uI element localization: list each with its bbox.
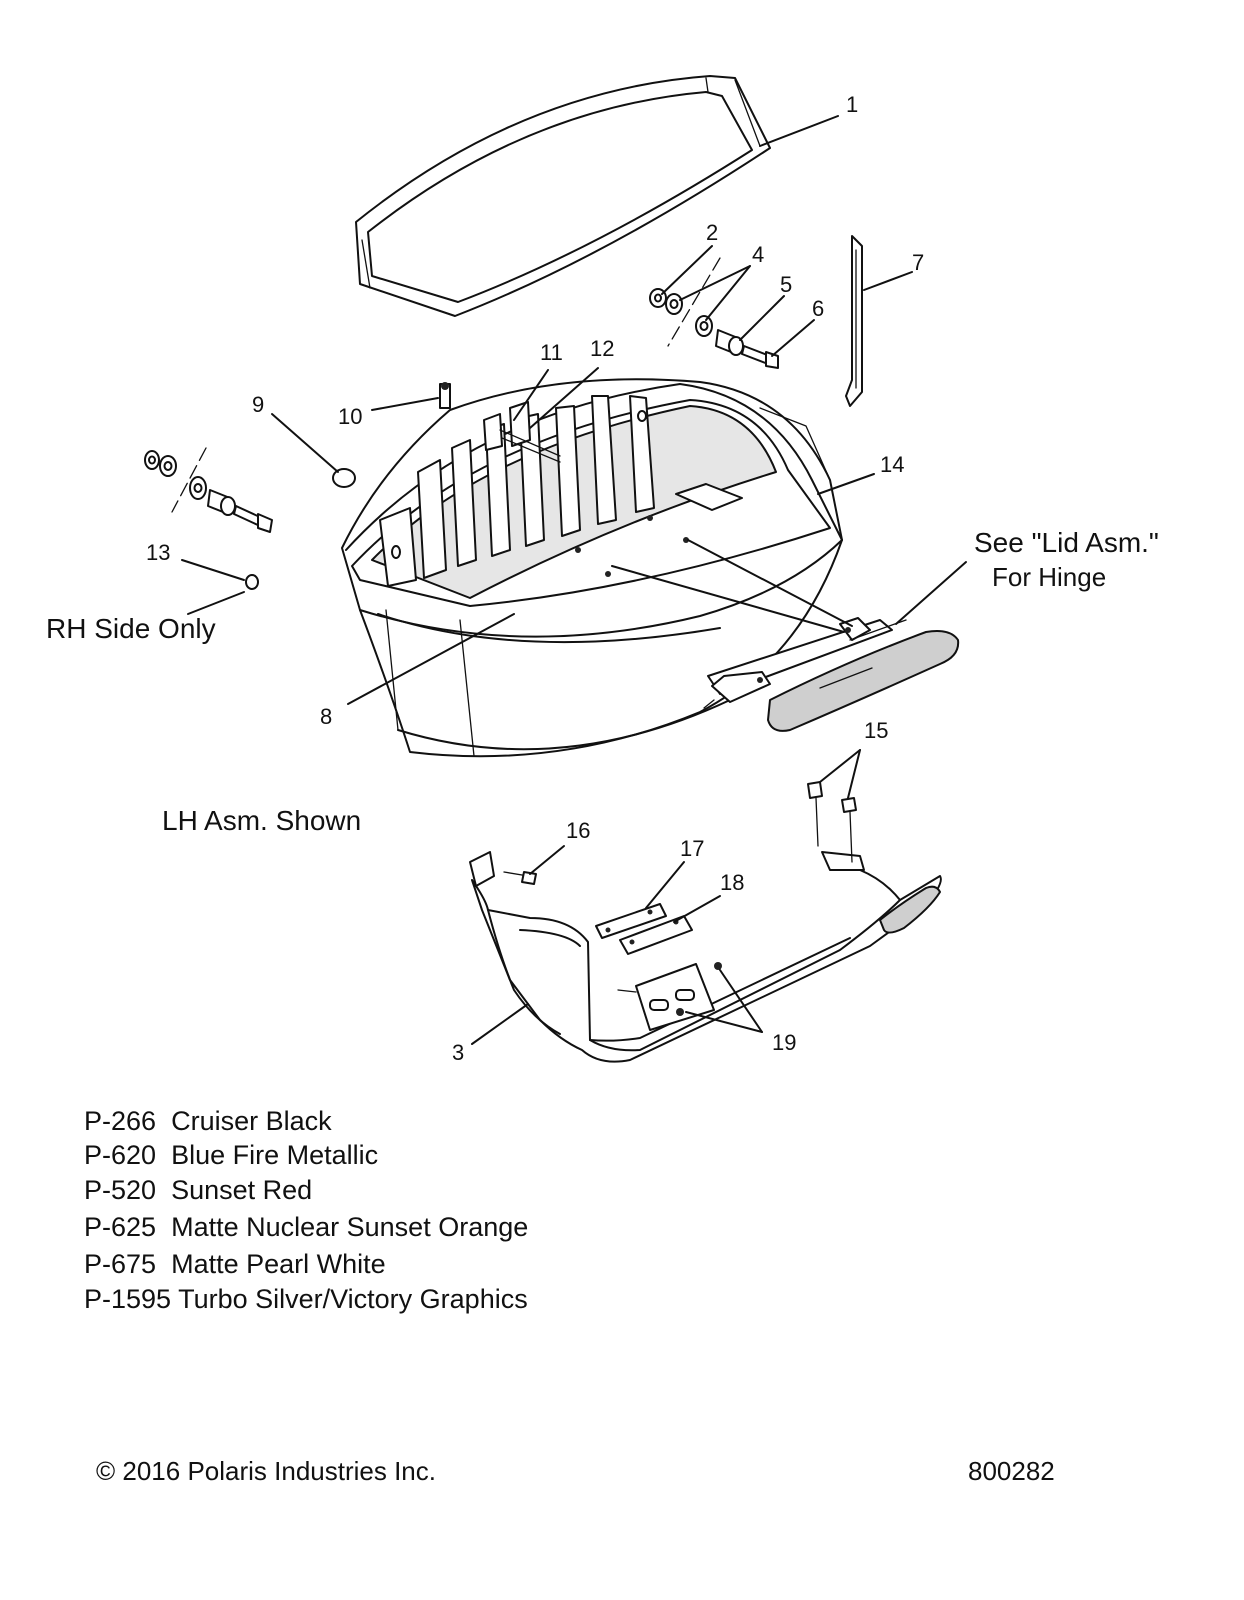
callout-19: 19 [772,1030,796,1055]
diagram-number: 800282 [968,1456,1055,1486]
callout-15: 15 [864,718,888,743]
callout-6: 6 [812,296,824,321]
paint-code-item: P-625 Matte Nuclear Sunset Orange [84,1212,529,1242]
callout-16: 16 [566,818,590,843]
callout-9: 9 [252,392,264,417]
fastener-stack-upper [649,257,779,369]
callout-13: 13 [146,540,170,565]
part-3-bracket [469,851,942,1063]
callout-11: 11 [540,340,563,365]
callout-5: 5 [780,272,792,297]
part-9-plug [332,468,356,488]
hinge-and-emblem [703,617,960,732]
paint-code-item: P-620 Blue Fire Metallic [84,1140,379,1170]
callout-4: 4 [752,242,764,267]
callout-12: 12 [590,336,614,361]
callout-2: 2 [706,220,718,245]
callout-10: 10 [338,404,362,429]
part-1-lid-seal [355,75,771,317]
paint-code-item: P-520 Sunset Red [84,1175,313,1205]
paint-code-item: P-675 Matte Pearl White [84,1249,386,1279]
callout-18: 18 [720,870,744,895]
paint-code-item: P-266 Cruiser Black [84,1106,332,1136]
lh-asm-shown-note: LH Asm. Shown [162,805,361,836]
fastener-stack-left [144,447,273,533]
callout-8: 8 [320,704,332,729]
callout-1: 1 [846,92,858,117]
leader-lines [181,115,967,1045]
part-7-trim-strip [845,235,863,407]
rh-side-only-note: RH Side Only [46,613,216,644]
part-10-clip [439,382,451,409]
lid-asm-note: See "Lid Asm." [974,527,1159,558]
callout-numbers: 1 2 3 4 5 6 7 8 9 10 11 12 13 14 15 16 1… [146,92,924,1065]
part-15-bolts [807,781,857,863]
part-13-plug [245,574,259,590]
callout-7: 7 [912,250,924,275]
copyright-text: © 2016 Polaris Industries Inc. [96,1456,436,1486]
callout-17: 17 [680,836,704,861]
callout-3: 3 [452,1040,464,1065]
paint-code-item: P-1595 Turbo Silver/Victory Graphics [84,1284,528,1314]
lid-asm-note-hinge: For Hinge [992,562,1106,592]
part-14-saddlebag-body [341,378,843,758]
callout-14: 14 [880,452,904,477]
